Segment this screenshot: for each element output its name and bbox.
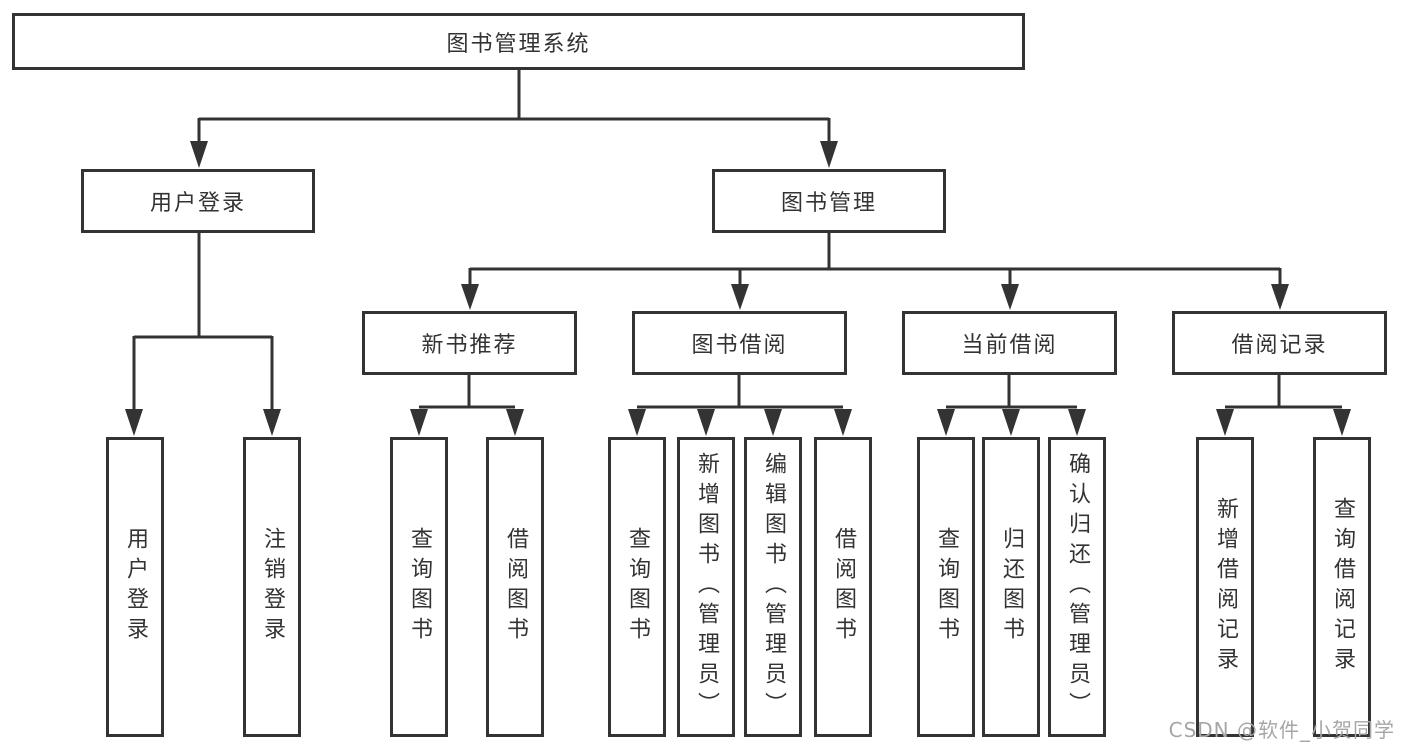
leaf-records-add-record: 新增借阅记录 bbox=[1196, 437, 1254, 737]
node-label: 确认归还（管理员） bbox=[1065, 452, 1090, 722]
node-label: 新书推荐 bbox=[421, 333, 518, 358]
watermark: CSDN @软件_小贺同学 bbox=[1168, 718, 1395, 742]
arrow-heads bbox=[125, 141, 1351, 436]
leaf-current-confirm-return-admin: 确认归还（管理员） bbox=[1048, 437, 1106, 737]
leaf-borrowing-query-book: 查询图书 bbox=[608, 437, 666, 737]
node-label: 借阅图书 bbox=[831, 527, 856, 647]
connector-lines bbox=[132, 70, 1342, 411]
node-label: 图书管理系统 bbox=[446, 31, 591, 57]
node-label: 用户登录 bbox=[149, 191, 246, 216]
node-label: 注销登录 bbox=[260, 527, 285, 647]
leaf-borrowing-edit-book-admin: 编辑图书（管理员） bbox=[744, 437, 802, 737]
node-library-system: 图书管理系统 bbox=[12, 13, 1025, 70]
node-new-book-recommend: 新书推荐 bbox=[362, 311, 577, 375]
node-label: 图书管理 bbox=[780, 191, 877, 216]
leaf-borrowing-borrow-book: 借阅图书 bbox=[814, 437, 872, 737]
leaf-borrowing-add-book-admin: 新增图书（管理员） bbox=[677, 437, 735, 737]
leaf-user-login: 用户登录 bbox=[106, 437, 164, 737]
node-current-borrowing: 当前借阅 bbox=[902, 311, 1117, 375]
node-label: 图书借阅 bbox=[691, 333, 788, 358]
node-book-management: 图书管理 bbox=[712, 169, 946, 233]
node-label: 查询图书 bbox=[934, 527, 959, 647]
node-label: 当前借阅 bbox=[961, 333, 1058, 358]
leaf-current-return-book: 归还图书 bbox=[982, 437, 1040, 737]
node-user-login: 用户登录 bbox=[81, 169, 315, 233]
node-label: 新增借阅记录 bbox=[1213, 497, 1238, 677]
node-label: 查询图书 bbox=[625, 527, 650, 647]
leaf-recommend-borrow-book: 借阅图书 bbox=[486, 437, 544, 737]
leaf-current-query-book: 查询图书 bbox=[917, 437, 975, 737]
node-label: 编辑图书（管理员） bbox=[761, 452, 786, 722]
leaf-recommend-query-book: 查询图书 bbox=[390, 437, 448, 737]
node-borrowing-records: 借阅记录 bbox=[1172, 311, 1387, 375]
leaf-records-query-record: 查询借阅记录 bbox=[1313, 437, 1371, 737]
node-book-borrowing: 图书借阅 bbox=[632, 311, 847, 375]
node-label: 新增图书（管理员） bbox=[694, 452, 719, 722]
node-label: 查询借阅记录 bbox=[1330, 497, 1355, 677]
node-label: 借阅记录 bbox=[1231, 333, 1328, 358]
node-label: 归还图书 bbox=[999, 527, 1024, 647]
node-label: 查询图书 bbox=[407, 527, 432, 647]
node-label: 用户登录 bbox=[123, 527, 148, 647]
node-label: 借阅图书 bbox=[503, 527, 528, 647]
leaf-logout: 注销登录 bbox=[243, 437, 301, 737]
